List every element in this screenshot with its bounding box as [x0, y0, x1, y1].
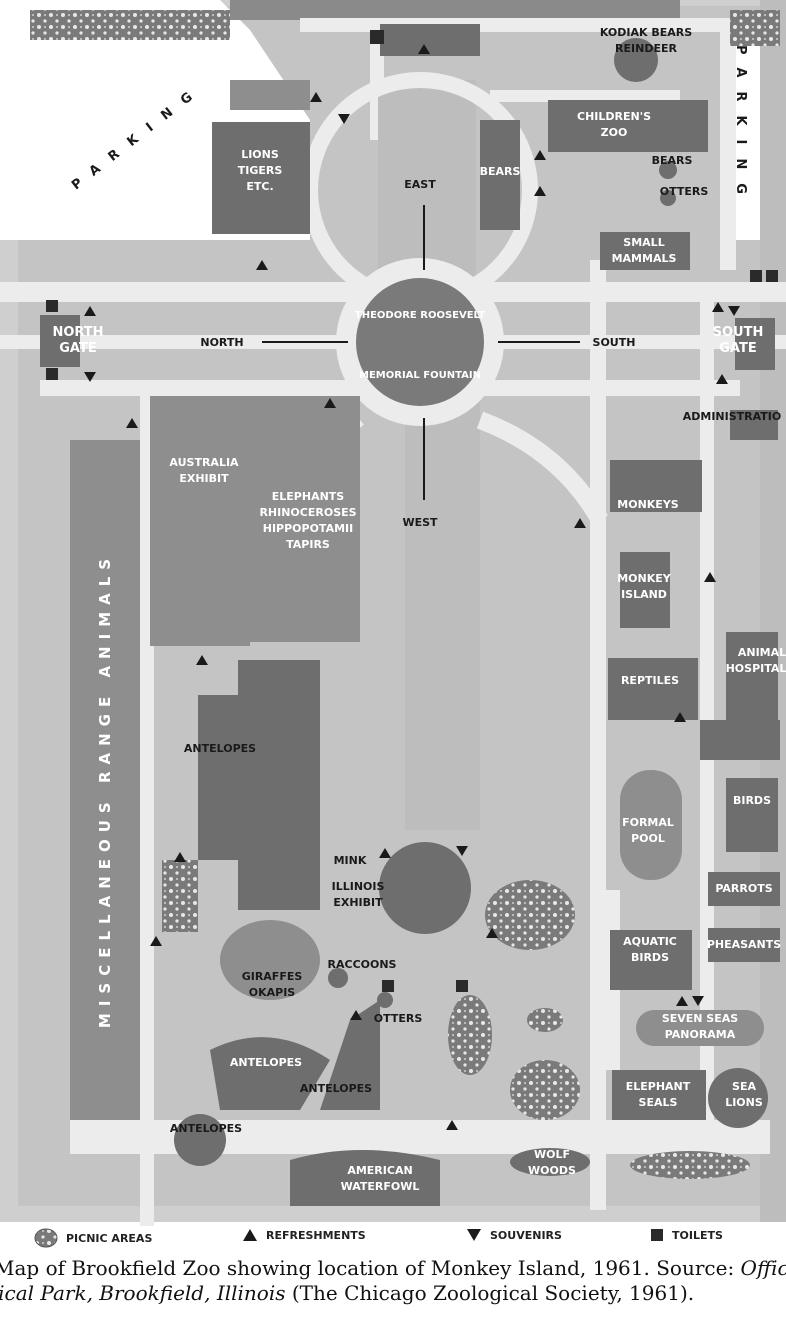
small-mammals-label-2: MAMMALS	[612, 252, 677, 265]
wolf-woods-label-1: WOLF	[534, 1148, 570, 1161]
american-waterfowl-label-2: WATERFOWL	[341, 1180, 420, 1193]
toilets-icon	[651, 1229, 663, 1241]
lions-label-3: ETC.	[246, 180, 273, 193]
legend-toilets-label: TOILETS	[672, 1228, 723, 1242]
zoo-map: PARKING PARKING THEODORE ROOSEVELT MEMOR…	[0, 0, 786, 1226]
north-label: NORTH	[200, 336, 243, 349]
bears-right-label: BEARS	[652, 154, 693, 167]
giraffes-label-1: GIRAFFES	[242, 970, 303, 983]
birds-label: BIRDS	[733, 794, 771, 807]
fountain-bottom-label: MEMORIAL FOUNTAIN	[359, 370, 481, 381]
wolf-woods-label-2: WOODS	[528, 1164, 576, 1177]
map-legend: PICNIC AREAS REFRESHMENTS SOUVENIRS TOIL…	[0, 1222, 786, 1252]
australia-label-2: EXHIBIT	[179, 472, 229, 485]
illinois-label-1: ILLINOIS	[332, 880, 385, 893]
aquatic-label-2: BIRDS	[631, 951, 669, 964]
picnic-area-icon	[34, 1228, 58, 1248]
otters-right-label: OTTERS	[660, 185, 709, 198]
bears-center-label: BEARS	[480, 165, 521, 178]
north-gate-label-2: GATE	[59, 341, 96, 356]
legend-picnic-label: PICNIC AREAS	[66, 1231, 153, 1245]
kodiak-bears-label: KODIAK BEARS	[600, 26, 692, 39]
south-gate-label-1: SOUTH	[713, 325, 764, 340]
caption-line-2-source: Chicago Zoological Park, Brookfield, Ill…	[0, 1281, 286, 1305]
elephant-seals-label-2: SEALS	[639, 1096, 678, 1109]
otters-low-label: OTTERS	[374, 1012, 423, 1025]
caption-line-1-text: Map of Brookfield Zoo showing location o…	[0, 1256, 741, 1280]
east-label: EAST	[404, 178, 436, 191]
elephants-label-4: TAPIRS	[286, 538, 330, 551]
caption-line-2: Chicago Zoological Park, Brookfield, Ill…	[0, 1281, 786, 1306]
monkeys-label: MONKEYS	[617, 498, 679, 511]
figure-caption: Map of Brookfield Zoo showing location o…	[0, 1256, 786, 1306]
aquatic-label-1: AQUATIC	[623, 935, 677, 948]
animal-hospital-label-1: ANIMAL	[738, 646, 786, 659]
legend-souvenirs: SOUVENIRS	[466, 1228, 562, 1242]
giraffes-label-2: OKAPIS	[249, 986, 296, 999]
antelopes-low-label-3: ANTELOPES	[170, 1122, 242, 1135]
australia-label-1: AUSTRALIA	[169, 456, 239, 469]
south-label: SOUTH	[593, 336, 636, 349]
raccoons-label: RACCOONS	[328, 958, 397, 971]
american-waterfowl-label-1: AMERICAN	[347, 1164, 412, 1177]
mink-label: MINK	[334, 854, 367, 867]
lions-label-1: LIONS	[241, 148, 279, 161]
west-label: WEST	[402, 516, 438, 529]
childrens-zoo-label-2: ZOO	[601, 126, 628, 139]
north-gate-label-1: NORTH	[52, 325, 103, 340]
animal-hospital-label-2: HOSPITAL	[726, 662, 786, 675]
reindeer-label: REINDEER	[615, 42, 677, 55]
formal-pool-label-2: POOL	[631, 832, 665, 845]
monkey-island-label-2: ISLAND	[621, 588, 667, 601]
antelopes-low-label-2: ANTELOPES	[300, 1082, 372, 1095]
seven-seas-label-2: PANORAMA	[665, 1028, 736, 1041]
sea-lions-label-2: LIONS	[725, 1096, 763, 1109]
misc-range-animals-label: MISCELLANEOUS RANGE ANIMALS	[96, 552, 114, 1028]
legend-toilets: TOILETS	[650, 1228, 723, 1242]
antelopes-mid-label: ANTELOPES	[184, 742, 256, 755]
pheasants-label: PHEASANTS	[707, 938, 781, 951]
small-mammals-label-1: SMALL	[623, 236, 664, 249]
lions-label-2: TIGERS	[238, 164, 283, 177]
legend-souvenirs-label: SOUVENIRS	[490, 1228, 562, 1242]
souvenirs-icon	[467, 1229, 481, 1241]
refreshments-icon	[243, 1229, 257, 1241]
legend-refreshments: REFRESHMENTS	[242, 1228, 366, 1242]
legend-picnic: PICNIC AREAS	[34, 1228, 152, 1248]
antelopes-low-label-1: ANTELOPES	[230, 1056, 302, 1069]
parrots-label: PARROTS	[715, 882, 772, 895]
illinois-label-2: EXHIBIT	[333, 896, 383, 909]
parking-right-label: PARKING	[733, 45, 748, 208]
fountain-top-label: THEODORE ROOSEVELT	[355, 310, 485, 321]
elephant-seals-label-1: ELEPHANT	[626, 1080, 691, 1093]
caption-line-1: Map of Brookfield Zoo showing location o…	[0, 1256, 786, 1281]
administration-label: ADMINISTRATIO	[683, 410, 781, 423]
caption-line-1-source: Official Guide Book, Chicago Zoological …	[740, 1256, 786, 1280]
formal-pool-label-1: FORMAL	[622, 816, 674, 829]
reptiles-label: REPTILES	[621, 674, 679, 687]
legend-refreshments-label: REFRESHMENTS	[266, 1228, 366, 1242]
elephants-label-1: ELEPHANTS	[272, 490, 345, 503]
monkey-island-label-1: MONKEY	[617, 572, 672, 585]
seven-seas-label-1: SEVEN SEAS	[662, 1012, 738, 1025]
childrens-zoo-label-1: CHILDREN'S	[577, 110, 651, 123]
caption-line-2-text: (The Chicago Zoological Society, 1961).	[285, 1281, 695, 1305]
south-gate-label-2: GATE	[719, 341, 756, 356]
elephants-label-3: HIPPOPOTAMII	[263, 522, 353, 535]
elephants-label-2: RHINOCEROSES	[259, 506, 356, 519]
sea-lions-label-1: SEA	[732, 1080, 756, 1093]
